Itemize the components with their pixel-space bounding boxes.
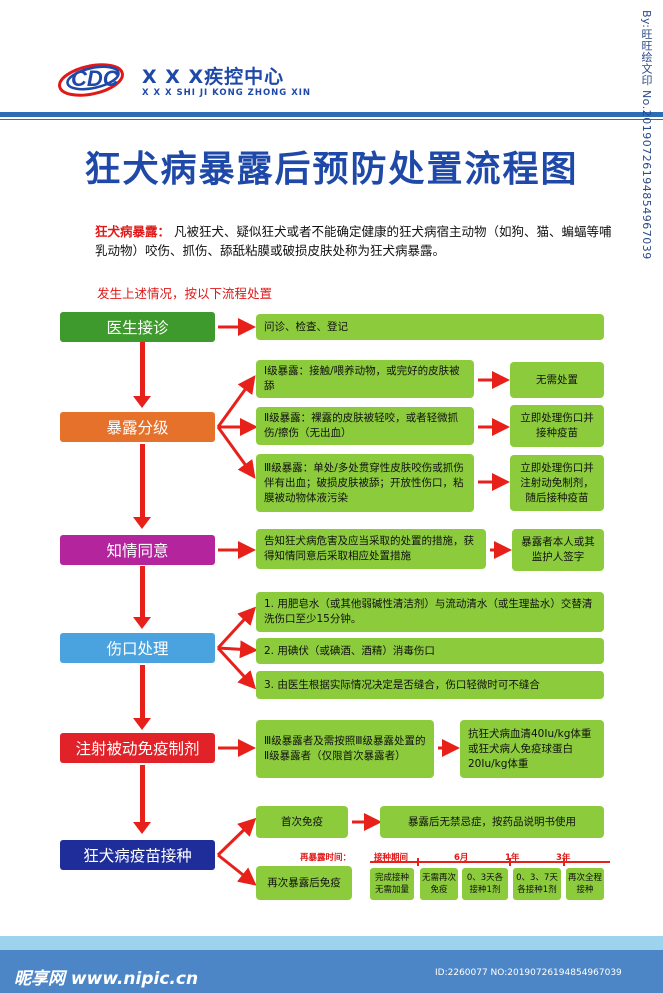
passive-criteria-text: Ⅲ级暴露者及需按照Ⅲ级暴露处置的Ⅱ级暴露者（仅限首次暴露者） xyxy=(264,735,426,762)
grade1-result-text: 无需处置 xyxy=(536,373,578,386)
timeline-cell-3: 0、3天各接种1剂 xyxy=(462,868,508,900)
flow-arrow-1 xyxy=(140,342,145,397)
grade1-text: Ⅰ级暴露：接触/喂养动物，或完好的皮肤被舔 xyxy=(264,365,460,392)
wound-step2-box: 2. 用碘伏（或碘酒、酒精）消毒伤口 xyxy=(256,638,604,664)
definition-text: 凡被狂犬、疑似狂犬或者不能确定健康的狂犬病宿主动物（如狗、猫、蝙蝠等哺乳动物）咬… xyxy=(95,224,612,258)
first-immunization-result-text: 暴露后无禁忌症，按药品说明书使用 xyxy=(408,815,576,828)
timeline-mark-3y: 3年 xyxy=(556,853,571,863)
wound-step1-box: 1. 用肥皂水（或其他弱碱性清洁剂）与流动清水（或生理盐水）交替清洗伤口至少15… xyxy=(256,592,604,632)
vaccination-period-label: 接种期间 xyxy=(374,853,409,863)
step-vaccination: 狂犬病疫苗接种 xyxy=(60,840,215,870)
passive-criteria-box: Ⅲ级暴露者及需按照Ⅲ级暴露处置的Ⅱ级暴露者（仅限首次暴露者） xyxy=(256,720,434,778)
flow-arrow-3 xyxy=(140,566,145,618)
svg-text:CDC: CDC xyxy=(71,66,120,91)
header-divider xyxy=(0,112,663,117)
intro-text: 发生上述情况，按以下流程处置 xyxy=(97,286,273,301)
grade2-result-text: 立即处理伤口并接种疫苗 xyxy=(520,412,594,439)
timeline-cell-2: 无需再次免疫 xyxy=(420,868,458,900)
timeline-cell-5: 再次全程接种 xyxy=(566,868,604,900)
footer-band-light xyxy=(0,936,663,950)
timeline-cell-5-text: 再次全程接种 xyxy=(567,873,602,895)
grade2-text: Ⅱ级暴露：裸露的皮肤被轻咬，或者轻微抓伤/擦伤（无出血） xyxy=(264,412,459,439)
footer-id: ID:2260077 NO:20190726194854967039 xyxy=(435,968,622,978)
grade3-text: Ⅲ级暴露：单处/多处贯穿性皮肤咬伤或抓伤伴有出血；破损皮肤被舔；开放性伤口，粘膜… xyxy=(264,461,464,504)
consent-result-box: 暴露者本人或其监护人签字 xyxy=(512,529,604,571)
wound-step2-text: 2. 用碘伏（或碘酒、酒精）消毒伤口 xyxy=(264,644,435,657)
first-immunization-box: 首次免疫 xyxy=(256,806,348,838)
step-doctor-visit: 医生接诊 xyxy=(60,312,215,342)
org-pinyin: X X X SHI JI KONG ZHONG XIN xyxy=(142,88,312,98)
flow-arrow-4 xyxy=(140,665,145,719)
first-immunization-text: 首次免疫 xyxy=(281,815,323,828)
grade3-result-box: 立即处理伤口并注射动免制剂，随后接种疫苗 xyxy=(510,455,604,511)
grade2-box: Ⅱ级暴露：裸露的皮肤被轻咬，或者轻微抓伤/擦伤（无出血） xyxy=(256,407,474,445)
footer-brand: 昵享网 www.nipic.cn xyxy=(14,969,199,989)
grade3-box: Ⅲ级暴露：单处/多处贯穿性皮肤咬伤或抓伤伴有出血；破损皮肤被舔；开放性伤口，粘膜… xyxy=(256,454,474,512)
timeline-cell-1: 完成接种无需加量 xyxy=(370,868,414,900)
re-immunization-box: 再次暴露后免疫 xyxy=(256,866,352,900)
grade3-result-text: 立即处理伤口并注射动免制剂，随后接种疫苗 xyxy=(520,461,594,504)
inquiry-text: 问诊、检查、登记 xyxy=(264,320,348,333)
side-watermark: By:旺旺绘文印 No.20190726194854967039 xyxy=(640,10,653,260)
flow-arrowhead-4 xyxy=(133,718,151,730)
wound-step3-text: 3. 由医生根据实际情况决定是否缝合，伤口轻微时可不缝合 xyxy=(264,678,540,691)
step-passive-immunization: 注射被动免疫制剂 xyxy=(60,733,215,763)
flow-arrowhead-5 xyxy=(133,822,151,834)
header-divider-thin xyxy=(0,119,663,120)
re-exposure-time-label: 再暴露时间： xyxy=(300,853,352,863)
flow-arrowhead-2 xyxy=(133,517,151,529)
definition-paragraph: 狂犬病暴露： 凡被狂犬、疑似狂犬或者不能确定健康的狂犬病宿主动物（如狗、猫、蝙蝠… xyxy=(95,222,615,260)
org-name: X X X疾控中心 xyxy=(142,66,285,88)
grade1-result-box: 无需处置 xyxy=(510,362,604,398)
timeline-cell-4: 0、3、7天各接种1剂 xyxy=(513,868,561,900)
consent-text: 告知狂犬病危害及应当采取的处置的措施，获得知情同意后采取相应处置措施 xyxy=(264,535,474,562)
flow-arrowhead-1 xyxy=(133,396,151,408)
timeline-cell-1-text: 完成接种无需加量 xyxy=(374,873,409,895)
first-immunization-result-box: 暴露后无禁忌症，按药品说明书使用 xyxy=(380,806,604,838)
definition-label: 狂犬病暴露： xyxy=(95,224,171,239)
grade1-box: Ⅰ级暴露：接触/喂养动物，或完好的皮肤被舔 xyxy=(256,360,474,398)
timeline-cell-4-text: 0、3、7天各接种1剂 xyxy=(516,873,558,895)
passive-dose-text: 抗狂犬病血清40Iu/kg体重或狂犬病人免疫球蛋白20Iu/kg体重 xyxy=(468,727,592,770)
step-informed-consent: 知情同意 xyxy=(60,535,215,565)
timeline-cell-3-text: 0、3天各接种1剂 xyxy=(466,873,504,895)
wound-step1-text: 1. 用肥皂水（或其他弱碱性清洁剂）与流动清水（或生理盐水）交替清洗伤口至少15… xyxy=(264,598,593,625)
flow-arrow-2 xyxy=(140,444,145,518)
flow-arrowhead-3 xyxy=(133,617,151,629)
step-exposure-grading: 暴露分级 xyxy=(60,412,215,442)
consent-result-text: 暴露者本人或其监护人签字 xyxy=(521,536,595,563)
timeline-cell-2-text: 无需再次免疫 xyxy=(421,873,456,895)
inquiry-box: 问诊、检查、登记 xyxy=(256,314,604,340)
timeline-mark-1y: 1年 xyxy=(505,853,520,863)
page-title: 狂犬病暴露后预防处置流程图 xyxy=(84,149,579,190)
wound-step3-box: 3. 由医生根据实际情况决定是否缝合，伤口轻微时可不缝合 xyxy=(256,671,604,699)
timeline-mark-6m: 6月 xyxy=(454,853,469,863)
passive-dose-box: 抗狂犬病血清40Iu/kg体重或狂犬病人免疫球蛋白20Iu/kg体重 xyxy=(460,720,604,778)
flow-arrow-5 xyxy=(140,765,145,823)
step-wound-treatment: 伤口处理 xyxy=(60,633,215,663)
cdc-logo: CDC xyxy=(58,63,124,97)
re-immunization-text: 再次暴露后免疫 xyxy=(267,876,341,889)
grade2-result-box: 立即处理伤口并接种疫苗 xyxy=(510,405,604,447)
footer-bar xyxy=(0,950,663,993)
consent-box: 告知狂犬病危害及应当采取的处置的措施，获得知情同意后采取相应处置措施 xyxy=(256,529,486,569)
